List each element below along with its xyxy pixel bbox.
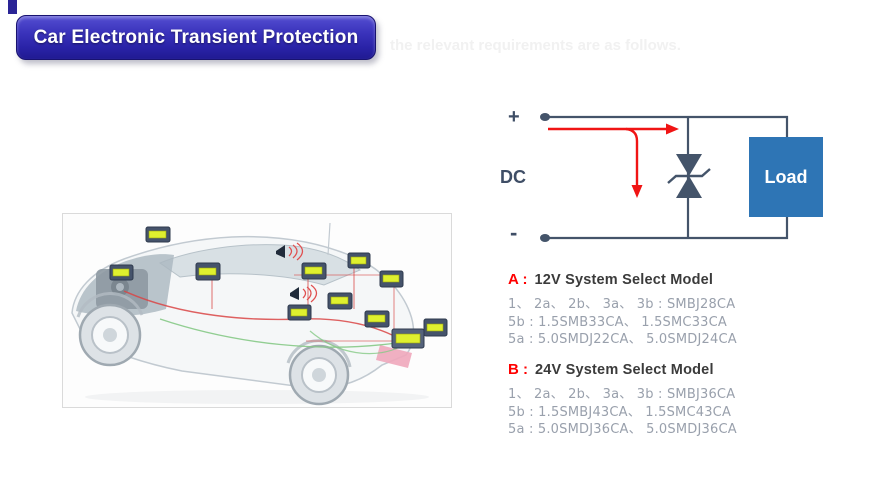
model-line: 5b : 1.5SMBJ43CA、 1.5SMC43CA	[508, 404, 732, 420]
wiring-branch-green	[309, 330, 401, 355]
plus-label: +	[508, 106, 520, 128]
module-label-chip	[198, 267, 217, 276]
module-box	[327, 292, 353, 310]
module-label-chip	[426, 323, 444, 332]
tail-light	[376, 345, 412, 368]
speaker-icon	[290, 284, 318, 303]
car-illustration-svg	[62, 213, 452, 408]
connection-dot	[540, 234, 550, 242]
module-box	[347, 252, 371, 269]
module-label-chip	[290, 308, 308, 317]
module-box	[379, 270, 404, 288]
rear-wheel	[288, 344, 350, 406]
external-module-box	[423, 318, 448, 337]
section-12v-heading: A : 12V System Select Model	[508, 271, 878, 288]
front-wheel	[78, 303, 142, 367]
section-12v: A : 12V System Select Model 1、 2a、 2b、 3…	[508, 271, 878, 349]
module-label-chip	[112, 268, 130, 277]
minus-label: -	[510, 220, 517, 245]
module-label-chip	[367, 314, 386, 323]
section-12v-title: 12V System Select Model	[534, 272, 714, 288]
engine-pulley-center	[116, 283, 124, 291]
section-12v-prefix: A :	[508, 271, 528, 288]
car-illustration	[62, 213, 452, 408]
dc-label: DC	[500, 167, 526, 187]
module-box	[301, 262, 327, 280]
wiring-harness-green	[159, 318, 397, 348]
module-box	[364, 310, 390, 328]
load-label: Load	[765, 167, 808, 187]
section-24v: B : 24V System Select Model 1、 2a、 2b、 3…	[508, 361, 878, 439]
circuit-diagram: Load + - DC	[480, 90, 887, 265]
faded-note: the relevant requirements are as follows…	[390, 37, 681, 54]
module-label-chip	[395, 333, 421, 344]
tvs-diode-icon	[667, 154, 711, 198]
connection-dot	[540, 113, 550, 121]
model-line: 5a : 5.0SMDJ36CA、 5.0SMDJ36CA	[508, 422, 737, 437]
battery-box	[391, 328, 425, 349]
module-label-chip	[330, 296, 349, 305]
module-box	[287, 304, 312, 321]
module-box	[145, 226, 171, 243]
module-label-chip	[350, 256, 367, 265]
model-line: 5b : 1.5SMB33CA、 1.5SMC33CA	[508, 314, 728, 330]
module-box	[195, 262, 221, 281]
model-line: 5a : 5.0SMDJ22CA、 5.0SMDJ24CA	[508, 332, 737, 347]
section-24v-heading: B : 24V System Select Model	[508, 361, 878, 378]
ecu-modules	[109, 226, 448, 349]
speaker-icon	[276, 242, 304, 261]
page-title: Car Electronic Transient Protection	[33, 26, 359, 48]
module-box	[109, 264, 134, 281]
circuit-svg: Load + - DC	[500, 106, 823, 245]
model-line: 1、 2a、 2b、 3a、 3b : SMBJ36CA	[508, 387, 736, 402]
signal-waves-icon	[288, 242, 304, 261]
section-24v-title: 24V System Select Model	[535, 362, 714, 378]
antenna	[327, 222, 331, 256]
signal-waves-icon	[302, 284, 318, 303]
model-line: 1、 2a、 2b、 3a、 3b : SMBJ28CA	[508, 297, 736, 312]
module-label-chip	[304, 266, 323, 275]
front-wheel-arch	[76, 291, 144, 318]
title-banner: Car Electronic Transient Protection	[16, 15, 376, 60]
module-label-chip	[382, 274, 400, 283]
corner-accent	[8, 0, 17, 14]
section-24v-prefix: B :	[508, 361, 528, 378]
wiring-loop-red	[294, 274, 395, 342]
surge-arrow-icon	[548, 123, 679, 198]
ground-shadow	[85, 390, 429, 404]
load-box	[749, 137, 823, 217]
module-label-chip	[148, 230, 167, 239]
